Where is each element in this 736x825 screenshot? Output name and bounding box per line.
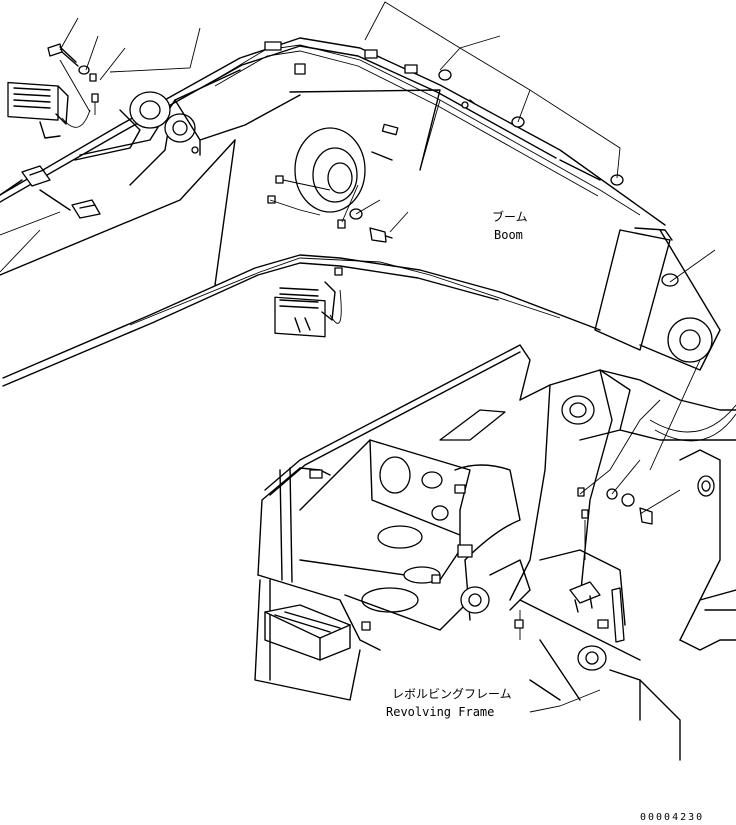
figure-code: 00004230 — [640, 812, 704, 823]
leader-lines — [0, 1, 716, 713]
clip-parts-left — [0, 165, 101, 219]
frame-label-en: Revolving Frame — [386, 705, 494, 719]
boom-label-en: Boom — [494, 228, 523, 242]
boom — [0, 37, 721, 387]
frame-label: レボルビングフレーム Revolving Frame — [386, 687, 512, 719]
work-lamp-upper — [7, 81, 91, 139]
frame-label-jp: レボルビングフレーム — [392, 687, 512, 701]
boom-label: ブーム Boom — [492, 209, 528, 242]
boom-label-jp: ブーム — [492, 209, 528, 224]
bolt-upper — [47, 43, 99, 115]
revolving-frame — [254, 344, 736, 761]
